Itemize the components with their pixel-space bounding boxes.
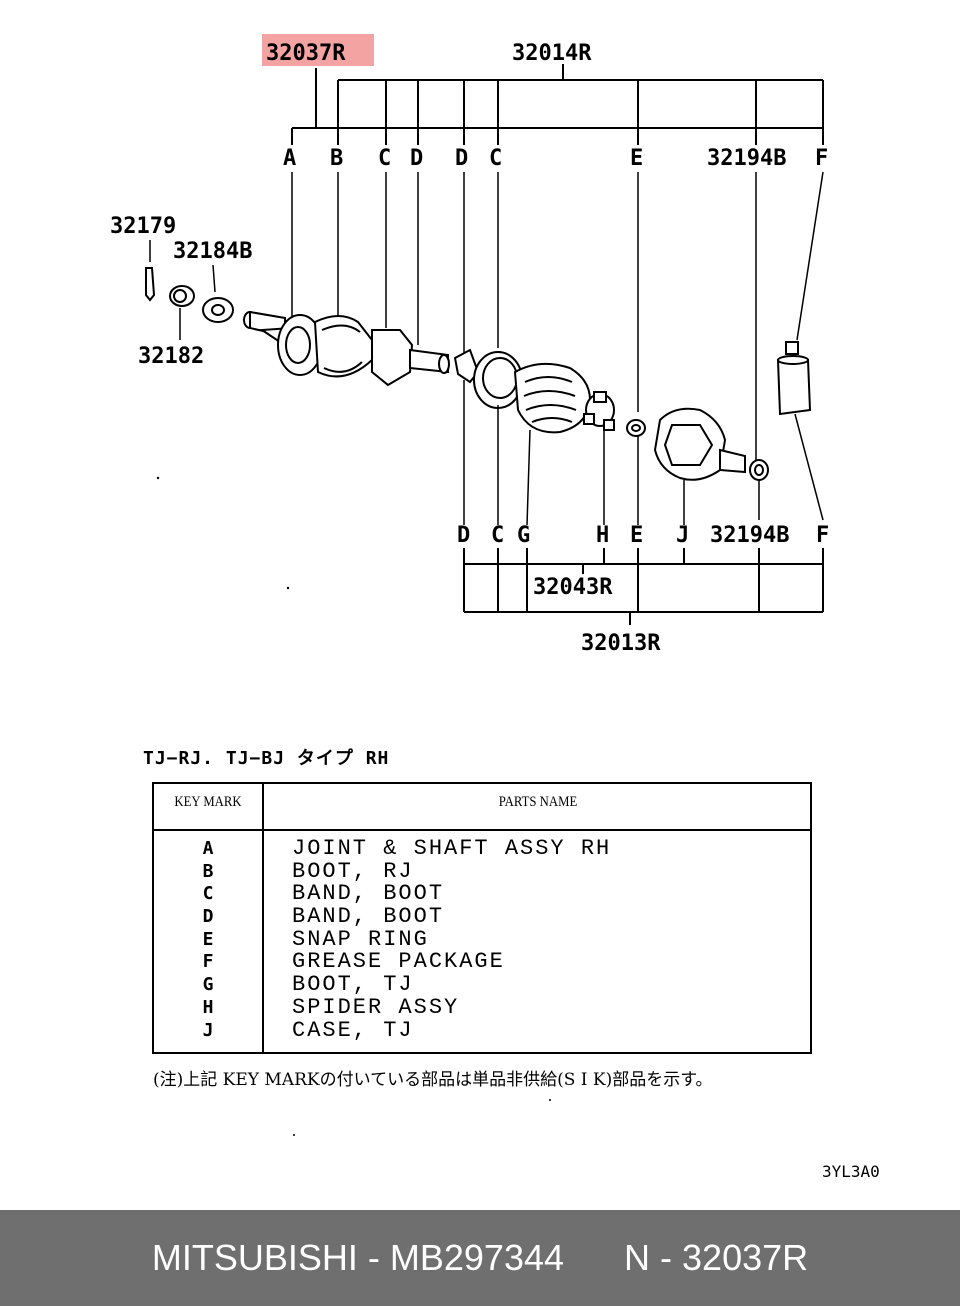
label-32037R[interactable]: 32037R: [266, 41, 346, 66]
label-32184B[interactable]: 32184B: [173, 239, 252, 264]
label-32014R[interactable]: 32014R: [512, 41, 592, 66]
label-32194B-bottom[interactable]: 32194B: [710, 523, 789, 548]
key-bottom-H: H: [596, 523, 609, 548]
footnote: (注)上記 KEY MARKの付いている部品は単品非供給(S I K)部品を示す…: [153, 1070, 713, 1090]
table-row: E SNAP RING: [154, 926, 810, 952]
row-name: JOINT & SHAFT ASSY RH: [292, 836, 612, 861]
table-row: F GREASE PACKAGE: [154, 951, 810, 974]
key-top-D2: D: [455, 146, 468, 171]
row-key: H: [202, 996, 214, 1018]
footer-ref: N - 32037R: [624, 1237, 809, 1278]
parts-table: KEY MARK PARTS NAME A JOINT & SHAFT ASSY …: [152, 782, 812, 1054]
row-key: D: [202, 906, 214, 928]
row-name: CASE, TJ: [292, 1017, 414, 1043]
footer-part-number[interactable]: MB297344: [389, 1237, 565, 1278]
row-key: G: [202, 974, 214, 996]
table-row: A JOINT & SHAFT ASSY RH: [154, 838, 810, 861]
header-key-mark: KEY MARK: [174, 794, 242, 810]
scan-specks: [156, 476, 551, 1136]
footer-brand: MITSUBISHI: [151, 1237, 358, 1278]
row-key: B: [202, 860, 214, 882]
key-top-B: B: [330, 146, 343, 171]
key-top-A: A: [283, 146, 296, 171]
table-header: [154, 784, 810, 831]
table-row: B BOOT, RJ: [154, 858, 810, 884]
row-name: BAND, BOOT: [292, 904, 445, 930]
row-key: C: [202, 883, 214, 905]
footer-bar: MITSUBISHI - MB297344 N - 32037R: [0, 1210, 960, 1306]
key-bottom-F: F: [816, 523, 829, 548]
key-top-C2: C: [489, 146, 502, 171]
table-row: C BAND, BOOT: [154, 883, 810, 906]
label-32013R[interactable]: 32013R: [581, 631, 661, 656]
diagram-code: 3YL3A0: [822, 1162, 880, 1181]
row-name: BOOT, RJ: [292, 858, 414, 884]
label-32194B-top[interactable]: 32194B: [707, 146, 786, 171]
key-top-D: D: [410, 146, 423, 171]
table-row: H SPIDER ASSY: [154, 994, 810, 1020]
label-32043R[interactable]: 32043R: [533, 575, 613, 600]
key-bottom-G: G: [517, 523, 530, 548]
key-bottom-E: E: [630, 523, 643, 548]
footer-sep: -: [357, 1237, 390, 1278]
table-row: D BAND, BOOT: [154, 906, 810, 929]
row-key: F: [202, 951, 214, 973]
table-divider: [262, 784, 264, 1052]
row-name: SPIDER ASSY: [292, 994, 460, 1020]
key-bottom-J: J: [676, 523, 689, 548]
key-top-F: F: [815, 146, 828, 171]
row-name: BOOT, TJ: [292, 972, 414, 998]
highlight-box: [262, 34, 374, 66]
key-top-E: E: [630, 146, 643, 171]
key-bottom-D: D: [457, 523, 470, 548]
row-name: SNAP RING: [292, 926, 429, 952]
footer-gap: [564, 1237, 624, 1279]
row-key: A: [202, 838, 214, 859]
table-row: J CASE, TJ: [154, 1017, 810, 1043]
row-key: J: [202, 1019, 214, 1041]
key-top-C: C: [378, 146, 391, 171]
label-32182[interactable]: 32182: [138, 344, 204, 369]
table-row: G BOOT, TJ: [154, 974, 810, 997]
header-parts-name: PARTS NAME: [498, 794, 578, 810]
exploded-diagram: 32037R 32014R A B C D D C E 32194B F: [110, 34, 829, 1136]
label-32179[interactable]: 32179: [110, 214, 176, 239]
key-bottom-C: C: [491, 523, 504, 548]
row-key: E: [202, 928, 214, 950]
parts-drawing: [145, 267, 812, 481]
row-name: GREASE PACKAGE: [292, 949, 505, 975]
section-title: TJ−RJ. TJ−BJ タイプ RH: [143, 748, 390, 769]
table-rows: A JOINT & SHAFT ASSY RH B BOOT, RJ C BAND, …: [154, 838, 810, 1042]
row-name: BAND, BOOT: [292, 881, 445, 907]
